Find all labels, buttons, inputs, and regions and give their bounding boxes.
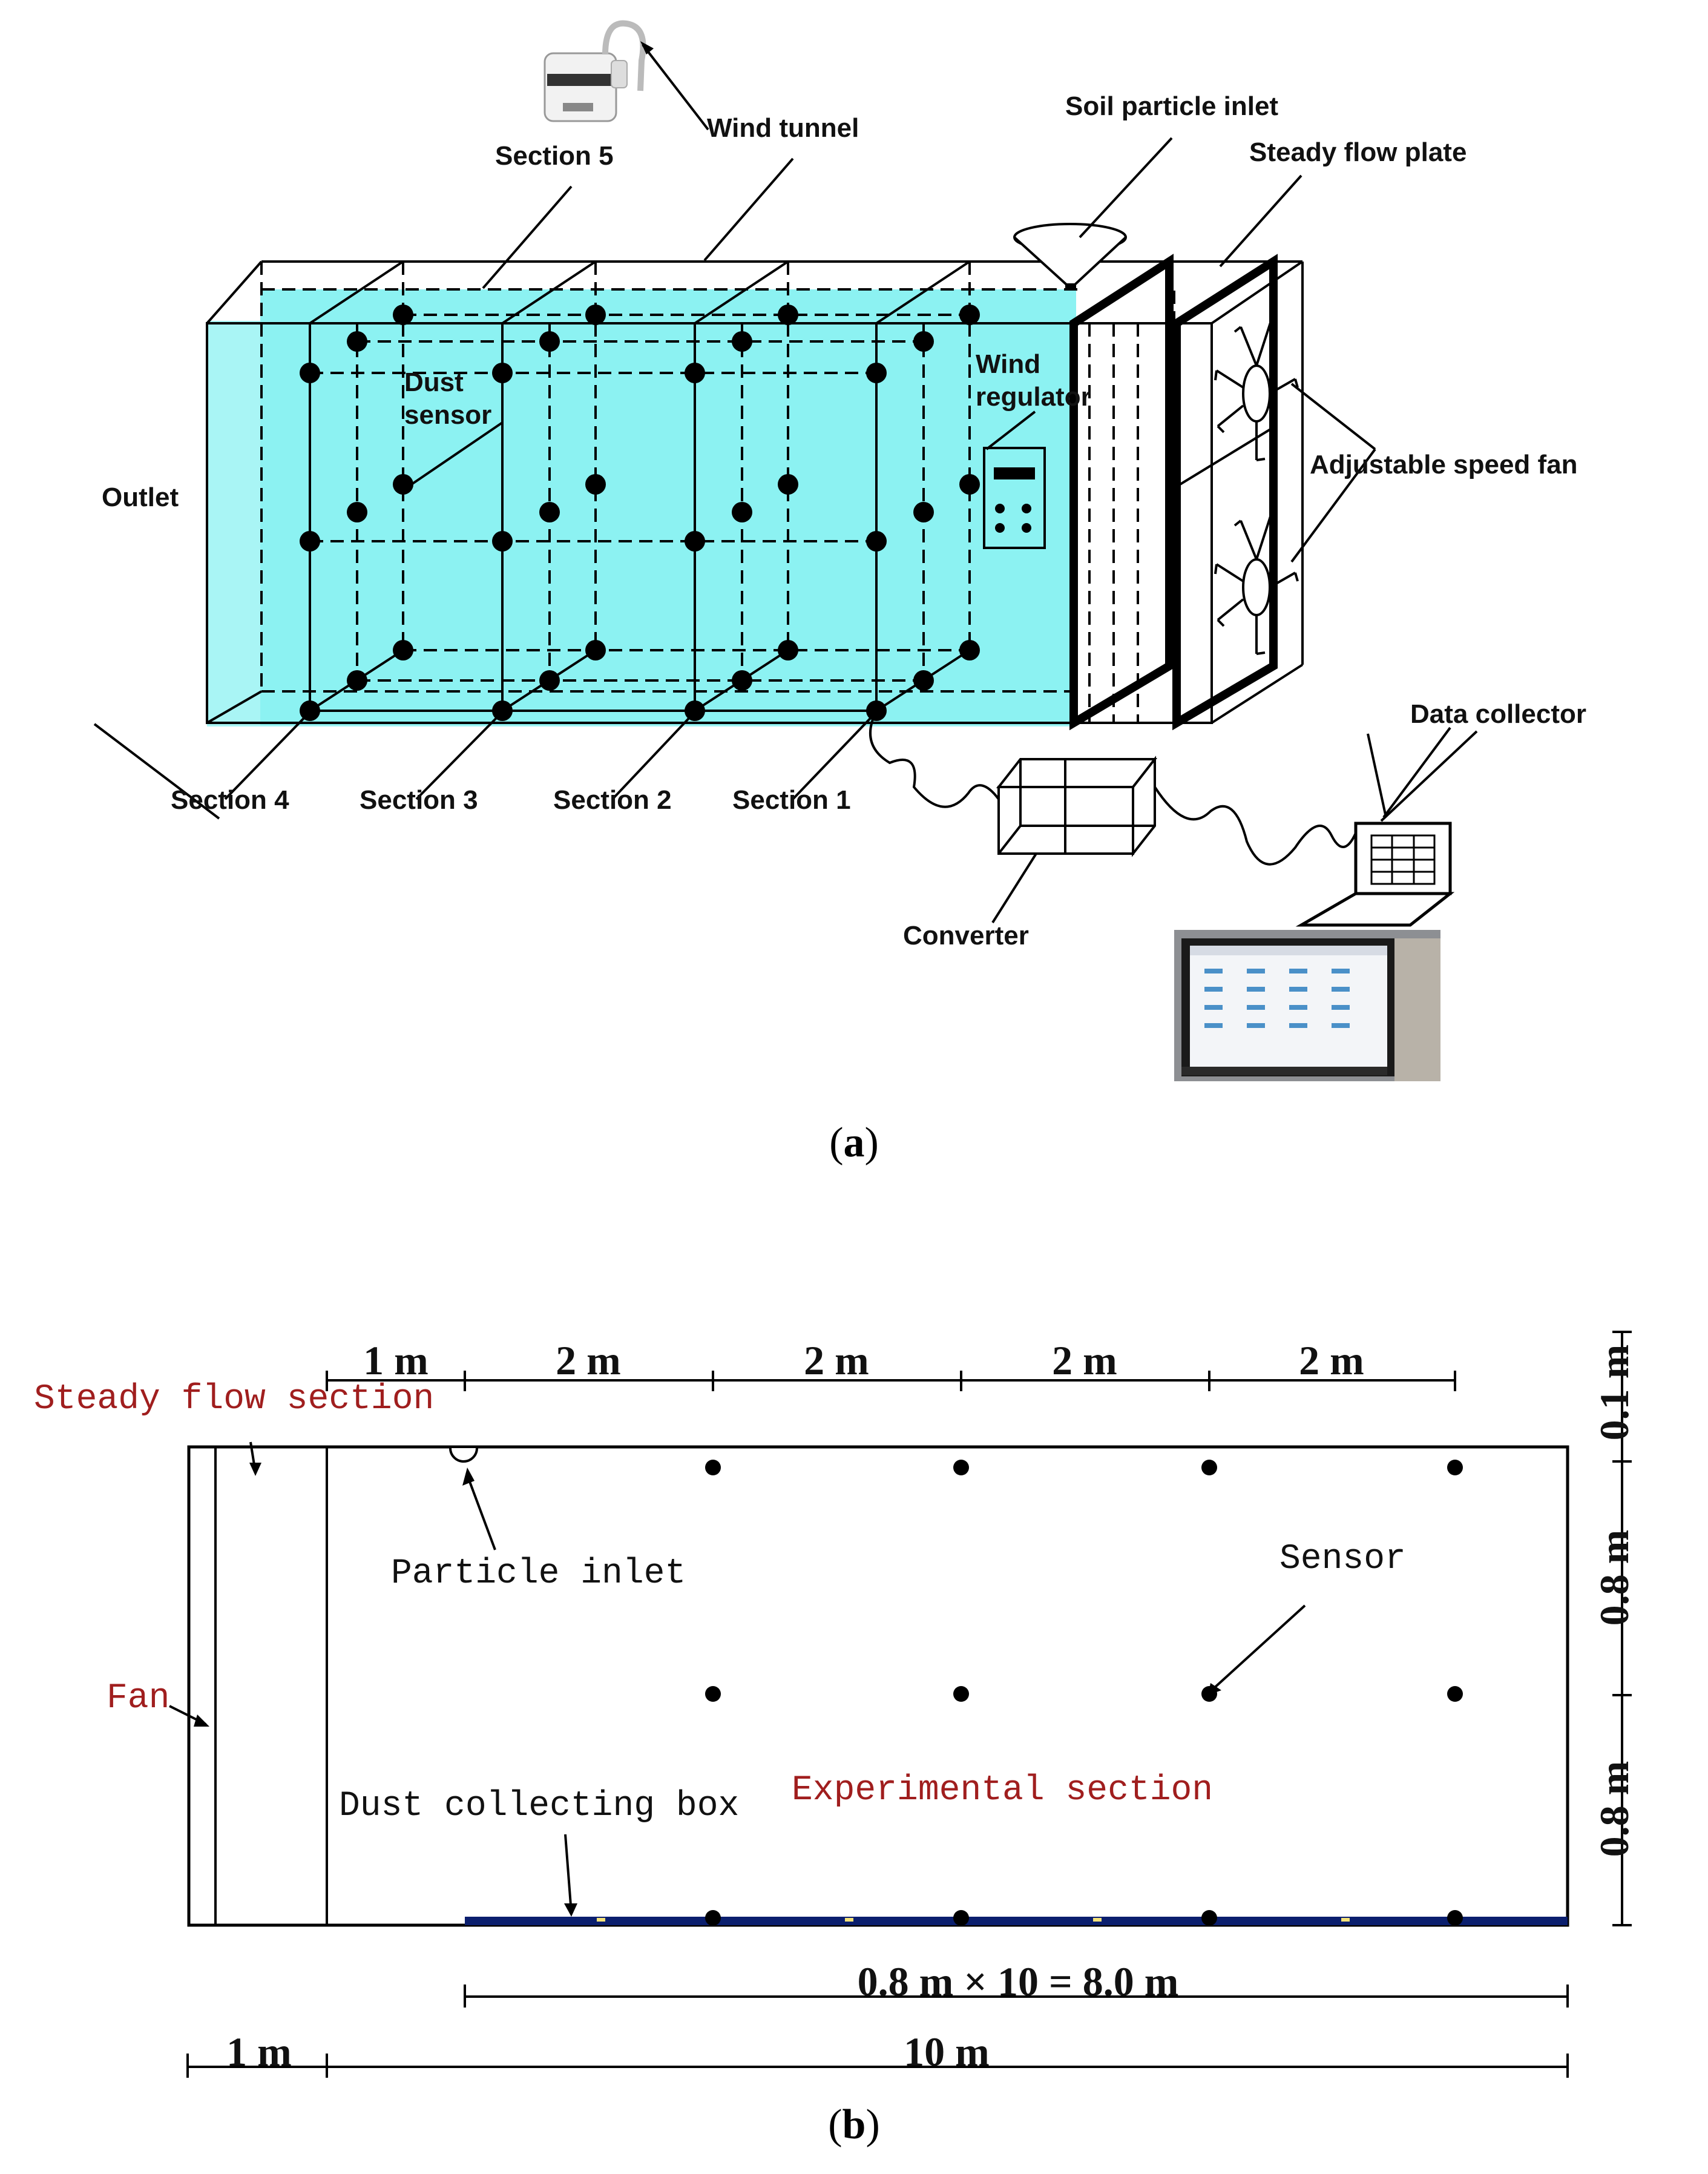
label-section-4: Section 4 bbox=[171, 785, 289, 815]
fan-block bbox=[1069, 254, 1304, 731]
label-fan: Fan bbox=[107, 1679, 169, 1718]
caption-b: (b) bbox=[828, 2101, 880, 2148]
dim-fan-length: 1 m bbox=[226, 2029, 292, 2075]
sensor-dots bbox=[300, 305, 980, 721]
caption-a-letter: a bbox=[844, 1119, 865, 1166]
monitor-photo bbox=[1174, 930, 1440, 1081]
label-dust-collecting-box: Dust collecting box bbox=[339, 1787, 739, 1826]
leader-lines-b bbox=[169, 1441, 1306, 1917]
label-outlet: Outlet bbox=[102, 483, 179, 512]
right-dimension-line bbox=[1612, 1331, 1632, 1926]
top-dimension-line bbox=[326, 1371, 1456, 1391]
dim-right-2: 0.8 m bbox=[1591, 1530, 1637, 1626]
bottom-dimension-lines bbox=[186, 1985, 1569, 2078]
label-wind-regulator-line2: regulator bbox=[976, 382, 1091, 412]
laptop-icon bbox=[1295, 822, 1455, 927]
dim-top-3: 2 m bbox=[804, 1337, 869, 1383]
tunnel-plan bbox=[187, 1445, 1569, 1927]
label-steady-flow-plate: Steady flow plate bbox=[1249, 137, 1467, 167]
dim-top-1: 1 m bbox=[363, 1337, 429, 1383]
tunnel-sections bbox=[309, 260, 971, 712]
figure-a: Wind tunnel Section 5 Soil particle inle… bbox=[93, 20, 1586, 1166]
dim-right-3: 0.8 m bbox=[1591, 1761, 1637, 1857]
label-dust-sensor-line2: sensor bbox=[404, 400, 491, 430]
dust-sensor-device-icon bbox=[544, 20, 646, 122]
label-section-3: Section 3 bbox=[360, 785, 478, 815]
label-experimental-section: Experimental section bbox=[792, 1771, 1213, 1810]
dim-collector-length: 0.8 m × 10 = 8.0 m bbox=[858, 1958, 1179, 2004]
leader-lines-a bbox=[93, 41, 1478, 924]
dim-top-5: 2 m bbox=[1299, 1337, 1364, 1383]
tunnel-front-fill bbox=[207, 321, 1074, 726]
label-wind-tunnel: Wind tunnel bbox=[707, 113, 859, 143]
particle-inlet-marker bbox=[449, 1448, 478, 1463]
dim-right-1: 0.1 m bbox=[1591, 1345, 1637, 1441]
label-dust-sensor-line1: Dust bbox=[404, 367, 464, 397]
label-section-2: Section 2 bbox=[553, 785, 672, 815]
label-particle-inlet: Particle inlet bbox=[391, 1554, 686, 1593]
label-wind-regulator-line1: Wind bbox=[976, 349, 1040, 379]
figure-b: 1 m 2 m 2 m 2 m 2 m bbox=[34, 1331, 1637, 2148]
converter-box bbox=[996, 756, 1158, 857]
cable-sensor-converter bbox=[869, 710, 1000, 808]
caption-b-letter: b bbox=[843, 2101, 866, 2148]
dust-collecting-box bbox=[465, 1917, 1568, 1925]
label-section-5: Section 5 bbox=[495, 141, 614, 171]
dim-top-4: 2 m bbox=[1052, 1337, 1117, 1383]
label-data-collector: Data collector bbox=[1410, 699, 1586, 729]
label-adjustable-speed-fan: Adjustable speed fan bbox=[1310, 450, 1578, 479]
cable-converter-computer bbox=[1154, 786, 1357, 866]
label-soil-particle-inlet: Soil particle inlet bbox=[1065, 91, 1278, 121]
wind-regulator-box bbox=[983, 447, 1046, 549]
dim-total-length: 10 m bbox=[904, 2029, 990, 2075]
caption-a: (a) bbox=[829, 1119, 879, 1166]
label-converter: Converter bbox=[903, 921, 1029, 950]
fan-icon-upper bbox=[1214, 320, 1299, 461]
label-sensor: Sensor bbox=[1279, 1540, 1406, 1579]
soil-inlet-funnel bbox=[1013, 223, 1127, 291]
label-steady-flow-section: Steady flow section bbox=[34, 1380, 434, 1419]
dim-top-2: 2 m bbox=[556, 1337, 621, 1383]
fan-icon-lower bbox=[1214, 513, 1299, 655]
label-section-1: Section 1 bbox=[732, 785, 851, 815]
